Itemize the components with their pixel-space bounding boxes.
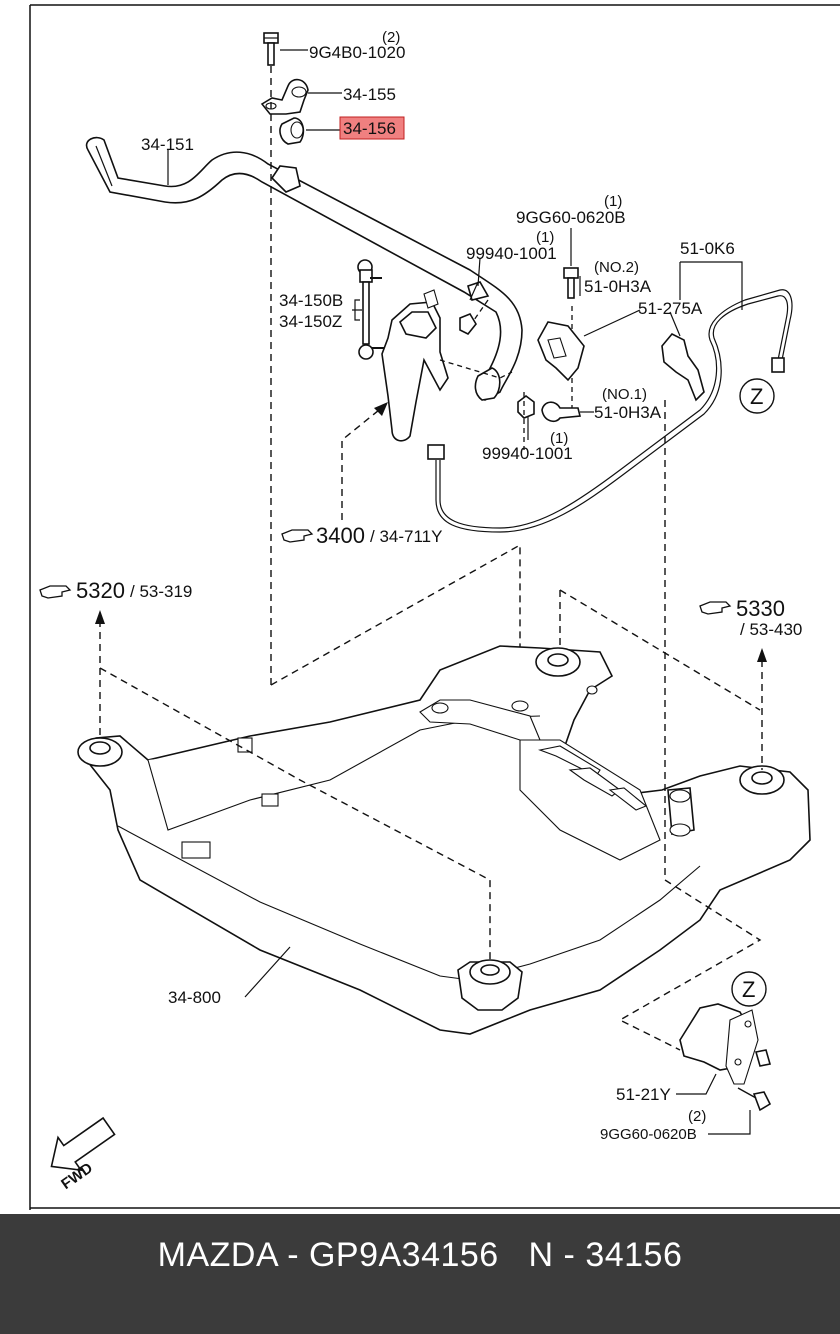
bracket-51-0h3a-no2 (537, 321, 585, 382)
bolt-9gg60-0620b-top (563, 228, 579, 299)
label-34-150z: 34-150Z (279, 312, 342, 331)
label-34-156: 34-156 (343, 119, 396, 138)
dash-arm-ref (341, 405, 385, 520)
label-51-0h3a-bottom: 51-0H3A (594, 403, 662, 422)
label-99940-1001-bottom: 99940-1001 (482, 444, 573, 463)
label-51-0h3a-top: 51-0H3A (584, 277, 652, 296)
fwd-arrow-icon (50, 1116, 116, 1172)
ref-arrow-3400 (374, 402, 388, 416)
label-9g4b0-1020: 9G4B0-1020 (309, 43, 405, 62)
harness-51-0k6 (427, 289, 793, 533)
dash-harness-bracket (618, 879, 762, 1051)
label-qty-2-top: (2) (382, 29, 400, 46)
label-ref-5330: 5330 (736, 596, 785, 621)
label-z-bottom: Z (742, 977, 755, 1002)
clip-51-0h3a-no1 (541, 401, 582, 423)
label-51-0k6: 51-0K6 (680, 239, 735, 258)
dash-frame-diag-right (559, 589, 761, 711)
bolt-9g4b0-1020 (263, 32, 279, 66)
label-9gg60-0620b-bottom: 9GG60-0620B (600, 1126, 697, 1143)
label-qty-1-a: (1) (604, 193, 622, 210)
footer-bar: MAZDA - GP9A34156 N - 34156 (0, 1214, 840, 1334)
crossmember-34-800 (77, 645, 811, 1035)
highlight-34-156 (339, 116, 405, 140)
parts-diagram: (2) 9G4B0-1020 34-155 34-156 34-151 (1) … (29, 4, 840, 1210)
pointing-hand-icon-5330 (699, 601, 732, 615)
z-marker-top-circle (739, 378, 775, 414)
label-34-155: 34-155 (343, 85, 396, 104)
label-ref-5320: 5320 (76, 578, 125, 603)
dash-frame-diag-left (99, 667, 491, 960)
control-arm (381, 289, 449, 442)
bushing-99940-1001-bottom (517, 395, 535, 419)
label-ref-3400: 3400 (316, 523, 365, 548)
footer-part-number: MAZDA - GP9A34156 N - 34156 (157, 1236, 683, 1274)
label-51-275a: 51-275A (638, 299, 703, 318)
bracket-34-155 (260, 78, 309, 115)
label-99940-1001-top: 99940-1001 (466, 244, 557, 263)
z-marker-bottom-circle (731, 971, 767, 1007)
bushing-34-156 (279, 117, 305, 145)
label-34-151: 34-151 (141, 135, 194, 154)
label-34-150b: 34-150B (279, 291, 343, 310)
dash-bar-end (439, 299, 573, 450)
ref-arrow-5320 (95, 610, 105, 624)
ref-arrow-5330 (757, 648, 767, 662)
bracket-51-275a (661, 333, 705, 402)
label-no1: (NO.1) (602, 386, 647, 403)
stabilizer-link (357, 259, 384, 360)
stabilizer-bar (85, 136, 523, 402)
bushing-99940-1001-top (459, 281, 490, 336)
label-ref-34-711y: / 34-711Y (370, 527, 442, 546)
bar-end-bushing (474, 367, 501, 401)
label-qty-1-c: (1) (550, 430, 568, 447)
pointing-hand-icon-5320 (39, 585, 72, 599)
leader-lines (167, 49, 751, 1135)
label-34-800: 34-800 (168, 988, 221, 1007)
pointing-hand-icon-3400 (281, 529, 314, 543)
label-ref-53-319: / 53-319 (130, 582, 192, 601)
label-9gg60-0620b-top: 9GG60-0620B (516, 208, 626, 227)
label-ref-53-430: / 53-430 (740, 620, 802, 639)
label-51-21y: 51-21Y (616, 1085, 671, 1104)
label-qty-1-b: (1) (536, 229, 554, 246)
label-no2: (NO.2) (594, 259, 639, 276)
bar-bushing-mount (270, 165, 301, 193)
label-z-top: Z (750, 384, 763, 409)
bracket-51-21y (679, 1003, 772, 1112)
label-qty-2-bottom: (2) (688, 1108, 706, 1125)
